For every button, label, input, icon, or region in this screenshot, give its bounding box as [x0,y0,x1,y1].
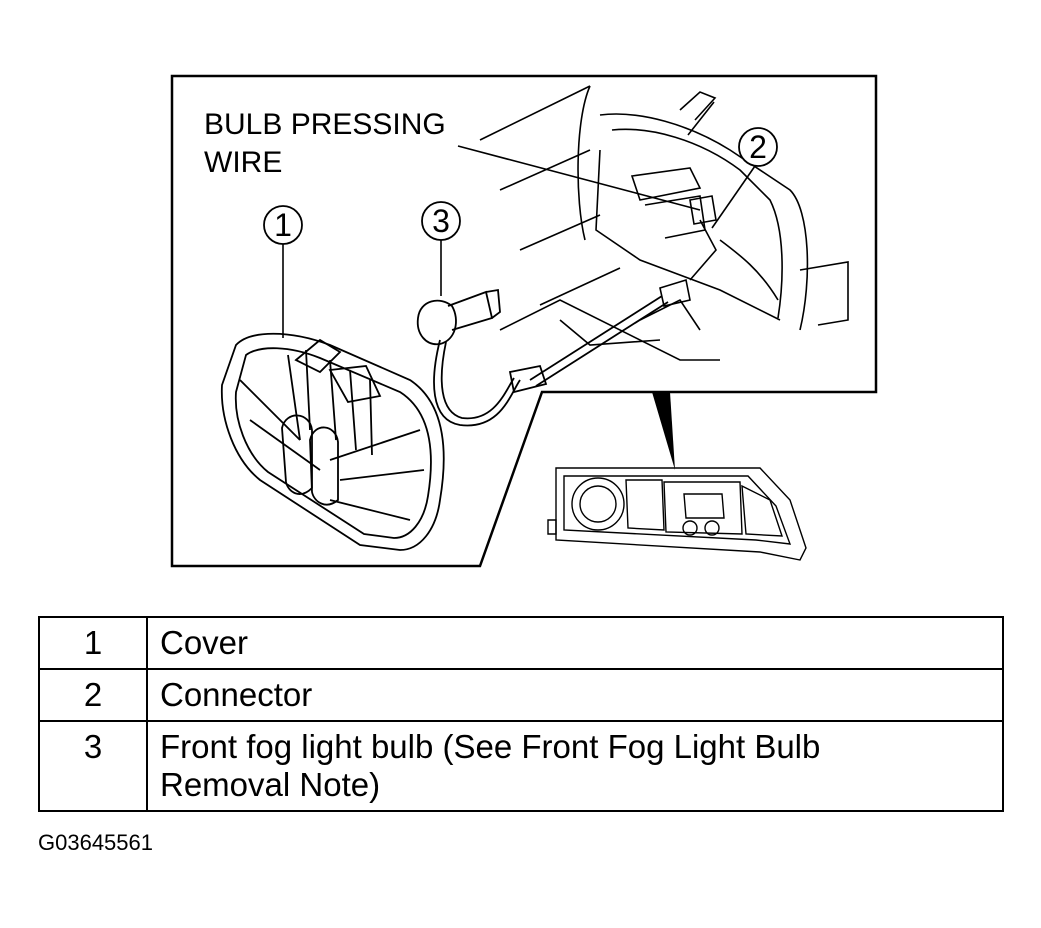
callout-2-number: 2 [749,129,767,165]
callout-3-circle [421,201,461,241]
headlamp-location-inset [547,467,807,561]
exploded-view-illustration: 1 2 3 BULB PRESSING WIRE [170,74,878,568]
legend-number: 2 [38,668,148,722]
legend-row: 3 Front fog light bulb (See Front Fog Li… [38,720,1004,812]
connector-socket [630,167,779,307]
vehicle-body-lines [479,85,849,361]
callout-1-circle [263,205,303,245]
fog-light-bulb [416,288,501,346]
legend-description: Cover [146,616,1004,670]
legend-number: 1 [38,616,148,670]
leader-line-2 [711,165,756,229]
leader-lines [282,145,756,338]
bulb-pressing-wire-label-line2: WIRE [204,146,282,179]
callout-3-number: 3 [432,203,450,239]
bulb-pressing-wire-label-line1: BULB PRESSING [204,108,446,141]
figure-code: G03645561 [38,830,153,855]
illustration-frame [170,74,878,568]
cover-assembly [220,332,445,551]
parts-legend-table: 1 Cover 2 Connector 3 Front fog light bu… [38,616,1004,812]
location-pointer [652,392,675,470]
leader-line-wire-label [457,145,701,211]
callout-2-circle [738,127,778,167]
callout-1-number: 1 [274,207,292,243]
legend-number: 3 [38,720,148,812]
legend-description: Front fog light bulb (See Front Fog Ligh… [146,720,1004,812]
wire-harness [433,295,669,427]
legend-row: 1 Cover [38,616,1004,670]
legend-description: Connector [146,668,1004,722]
legend-row: 2 Connector [38,668,1004,722]
